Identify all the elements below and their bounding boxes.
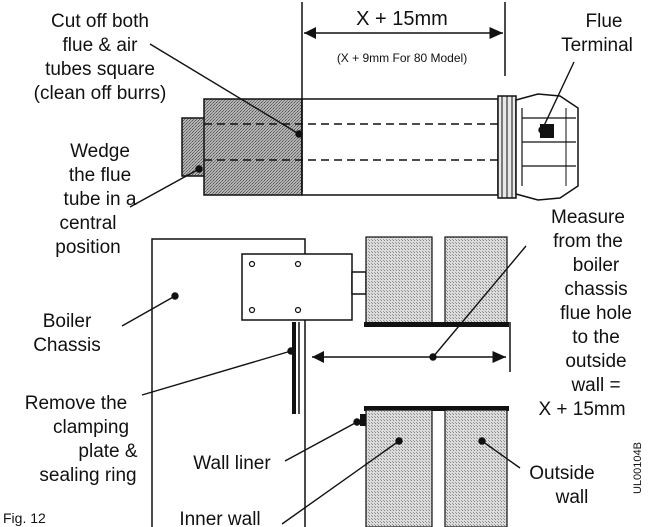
svg-text:(clean off burrs): (clean off burrs) — [34, 83, 167, 104]
flue-terminal — [497, 93, 579, 201]
svg-text:chassis: chassis — [564, 279, 627, 300]
inner-wall-lower — [365, 409, 433, 527]
svg-text:Boiler: Boiler — [43, 311, 92, 332]
svg-text:Flue: Flue — [586, 11, 623, 32]
tube-end-collar — [181, 117, 207, 177]
label-wall-liner: Wall liner — [193, 453, 271, 474]
dimension-main-label: X + 15mm — [356, 8, 448, 30]
label-wedge: Wedge the flue tube in a central positio… — [55, 141, 137, 258]
svg-text:Chassis: Chassis — [33, 335, 101, 356]
svg-text:tubes square: tubes square — [45, 59, 155, 80]
tube-cut-section — [203, 98, 303, 196]
svg-text:tube in a: tube in a — [64, 189, 137, 210]
svg-text:clamping: clamping — [53, 417, 129, 438]
boiler-wall-section — [151, 236, 511, 527]
svg-text:wall: wall — [555, 487, 589, 508]
label-remove-plate: Remove the clamping plate & sealing ring — [25, 393, 138, 486]
label-cut-off: Cut off both flue & air tubes square (cl… — [34, 11, 167, 104]
svg-text:to the: to the — [572, 327, 620, 348]
flue-spigot — [351, 271, 367, 295]
svg-text:from the: from the — [553, 231, 623, 252]
svg-text:plate &: plate & — [78, 441, 137, 462]
wall-liner-upper — [364, 322, 509, 327]
svg-text:Remove the: Remove the — [25, 393, 127, 414]
flue-tube-assembly — [181, 2, 579, 201]
svg-text:wall =: wall = — [570, 375, 620, 396]
flue-plate-box — [241, 253, 353, 321]
svg-text:central: central — [59, 213, 116, 234]
svg-text:Terminal: Terminal — [561, 35, 633, 56]
boiler-chassis-outline — [151, 238, 306, 527]
label-inner-wall: Inner wall — [179, 509, 260, 527]
svg-text:boiler: boiler — [573, 255, 620, 276]
wall-liner-edge — [360, 414, 366, 426]
label-flue-terminal: Flue Terminal — [561, 11, 633, 56]
svg-text:Cut off both: Cut off both — [51, 11, 149, 32]
dimension-sub-label: (X + 9mm For 80 Model) — [337, 51, 467, 65]
svg-text:outside: outside — [565, 351, 626, 372]
svg-text:flue hole: flue hole — [560, 303, 632, 324]
figure-number: Fig. 12 — [3, 510, 46, 526]
label-measure: Measure from the boiler chassis flue hol… — [538, 207, 631, 420]
air-tube — [301, 98, 499, 196]
wall-liner-lower — [364, 406, 509, 411]
svg-text:position: position — [55, 237, 121, 258]
drawing-code: UL00104B — [632, 442, 644, 494]
svg-text:Outside: Outside — [529, 463, 594, 484]
inner-wall-upper — [365, 236, 433, 326]
svg-text:sealing ring: sealing ring — [39, 465, 136, 486]
svg-text:X + 15mm: X + 15mm — [538, 399, 625, 420]
clamping-plate — [292, 322, 296, 414]
leader-lines — [121, 43, 575, 525]
svg-text:the flue: the flue — [69, 165, 131, 186]
outside-wall-upper — [444, 236, 508, 326]
svg-text:Measure: Measure — [551, 207, 625, 228]
svg-text:Wedge: Wedge — [70, 141, 130, 162]
outside-wall-lower — [444, 409, 508, 527]
svg-text:flue & air: flue & air — [63, 35, 139, 56]
label-outside-wall: Outside wall — [529, 463, 594, 508]
label-boiler-chassis: Boiler Chassis — [33, 311, 101, 356]
